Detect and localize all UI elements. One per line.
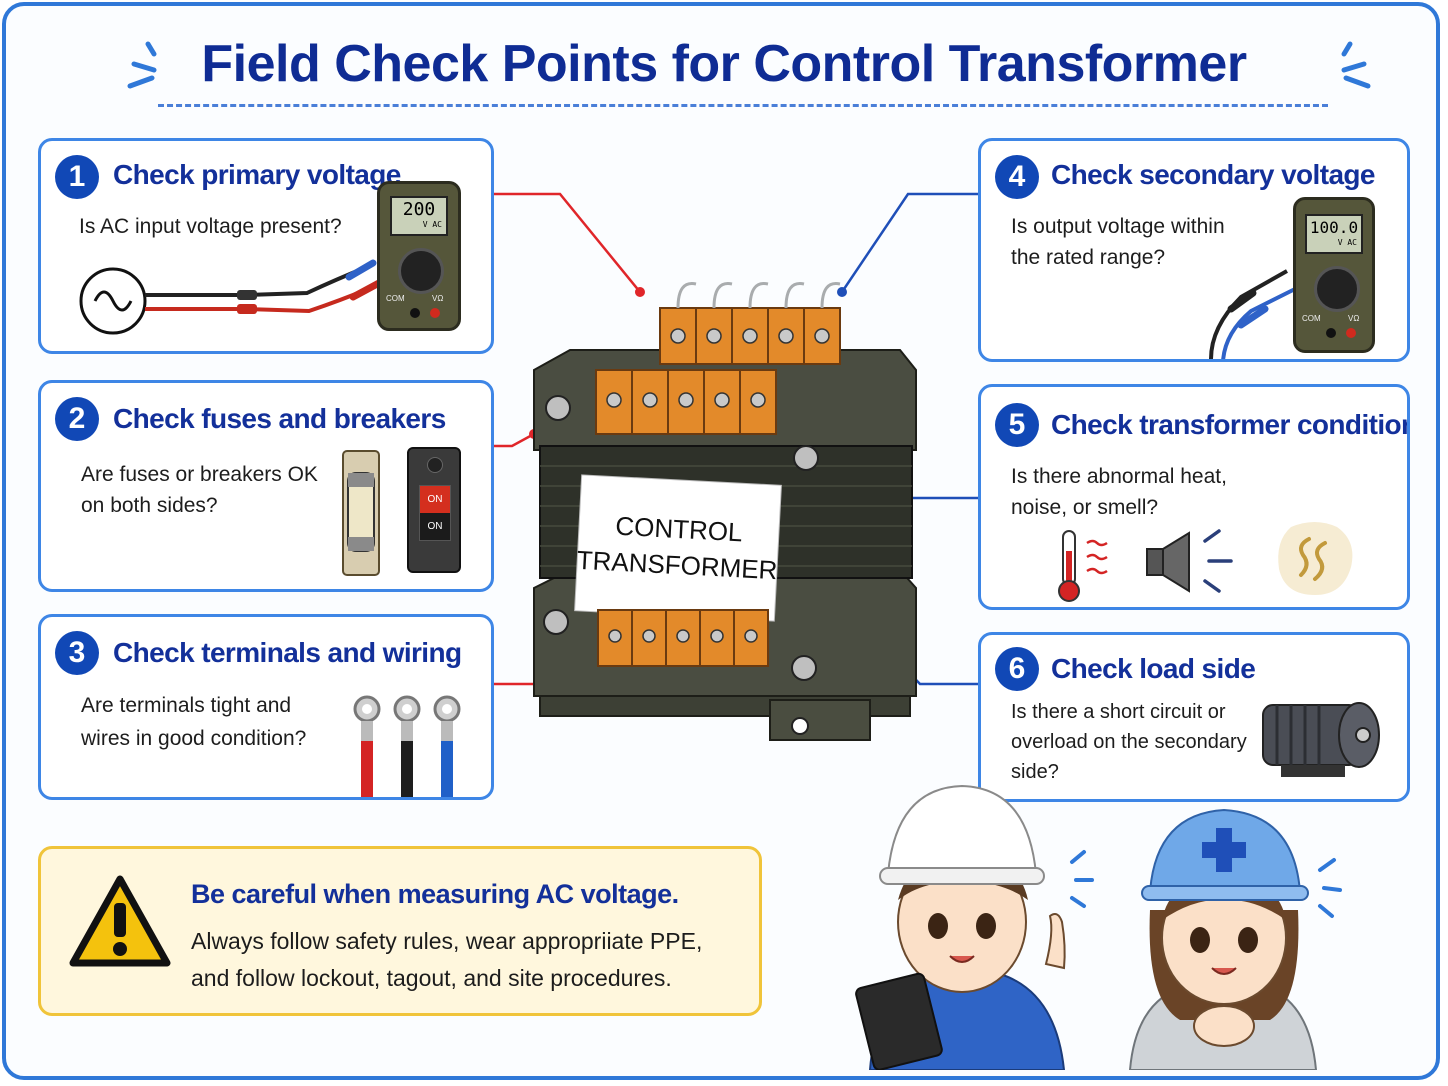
page-title: Field Check Points for Control Transform…	[201, 35, 1247, 93]
warning-title: Be careful when measuring AC voltage.	[191, 879, 679, 909]
ac-source-and-leads-icon	[79, 259, 383, 335]
card-question: Are fuses or breakers OK on both sides?	[81, 463, 318, 517]
v-jack	[1346, 328, 1356, 338]
warning-triangle-icon	[69, 875, 171, 967]
step-number-2: 2	[55, 397, 99, 441]
breaker-switch[interactable]: ON ON	[419, 485, 451, 541]
ring-terminal-icon	[353, 695, 461, 797]
meter-dial[interactable]	[1314, 266, 1360, 312]
card-question: Is AC input voltage present?	[79, 215, 342, 238]
step-number-5: 5	[995, 403, 1039, 447]
card-title: Check transformer condition	[1051, 409, 1410, 440]
check-card-terminals-wiring: 3 Check terminals and wiring Are termina…	[38, 614, 494, 800]
thermometer-icon	[1058, 530, 1108, 602]
check-card-secondary-voltage: 4 Check secondary voltage Is output volt…	[978, 138, 1410, 362]
speaker-noise-icon	[1146, 529, 1233, 593]
smell-odor-icon	[1278, 522, 1353, 595]
card-title: Check fuses and breakers	[113, 403, 446, 434]
check-card-load-side: 6 Check load side Is there a short circu…	[978, 632, 1410, 802]
safety-warning-box: Be careful when measuring AC voltage. Al…	[38, 846, 762, 1016]
multimeter-icon: 100.0 V AC COM VΩ	[1293, 197, 1375, 353]
v-jack	[430, 308, 440, 318]
workers-illustration	[855, 784, 1342, 1070]
step-number-3: 3	[55, 631, 99, 675]
card-question: Is output voltage within the rated range…	[1011, 215, 1225, 269]
warning-text: Always follow safety rules, wear appropr…	[191, 928, 703, 991]
step-number-1: 1	[55, 155, 99, 199]
card-question: Is there abnormal heat, noise, or smell?	[1011, 465, 1227, 519]
transformer-label-line1: CONTROL	[615, 511, 744, 548]
step-number-4: 4	[995, 155, 1039, 199]
com-jack	[1326, 328, 1336, 338]
card-title: Check secondary voltage	[1051, 159, 1376, 190]
title-burst-left-icon	[127, 41, 157, 89]
com-jack	[410, 308, 420, 318]
meter-display: 100.0 V AC	[1305, 214, 1363, 254]
title-burst-right-icon	[1341, 41, 1371, 89]
test-leads-icon	[1209, 269, 1296, 359]
card-title: Check primary voltage	[113, 159, 401, 190]
title-divider	[158, 104, 1328, 107]
step-number-6: 6	[995, 647, 1039, 691]
meter-display: 200 V AC	[390, 196, 448, 236]
card-title: Check load side	[1051, 653, 1256, 684]
meter-dial[interactable]	[398, 248, 444, 294]
multimeter-icon: 200 V AC COM VΩ	[377, 181, 461, 331]
card-title: Check terminals and wiring	[113, 637, 462, 668]
check-card-primary-voltage: 1 Check primary voltage Is AC input volt…	[38, 138, 494, 354]
check-card-fuses-breakers: 2 Check fuses and breakers Are fuses or …	[38, 380, 494, 592]
motor-icon	[1262, 702, 1380, 777]
circuit-breaker-icon: ON ON	[407, 447, 461, 573]
card-question: Are terminals tight and wires in good co…	[81, 694, 307, 750]
fuse-holder-icon	[342, 450, 380, 576]
check-card-transformer-condition: 5 Check transformer condition Is there a…	[978, 384, 1410, 610]
card-question: Is there a short circuit or overload on …	[1011, 701, 1247, 783]
control-transformer-illustration: CONTROL TRANSFORMER	[533, 282, 917, 741]
